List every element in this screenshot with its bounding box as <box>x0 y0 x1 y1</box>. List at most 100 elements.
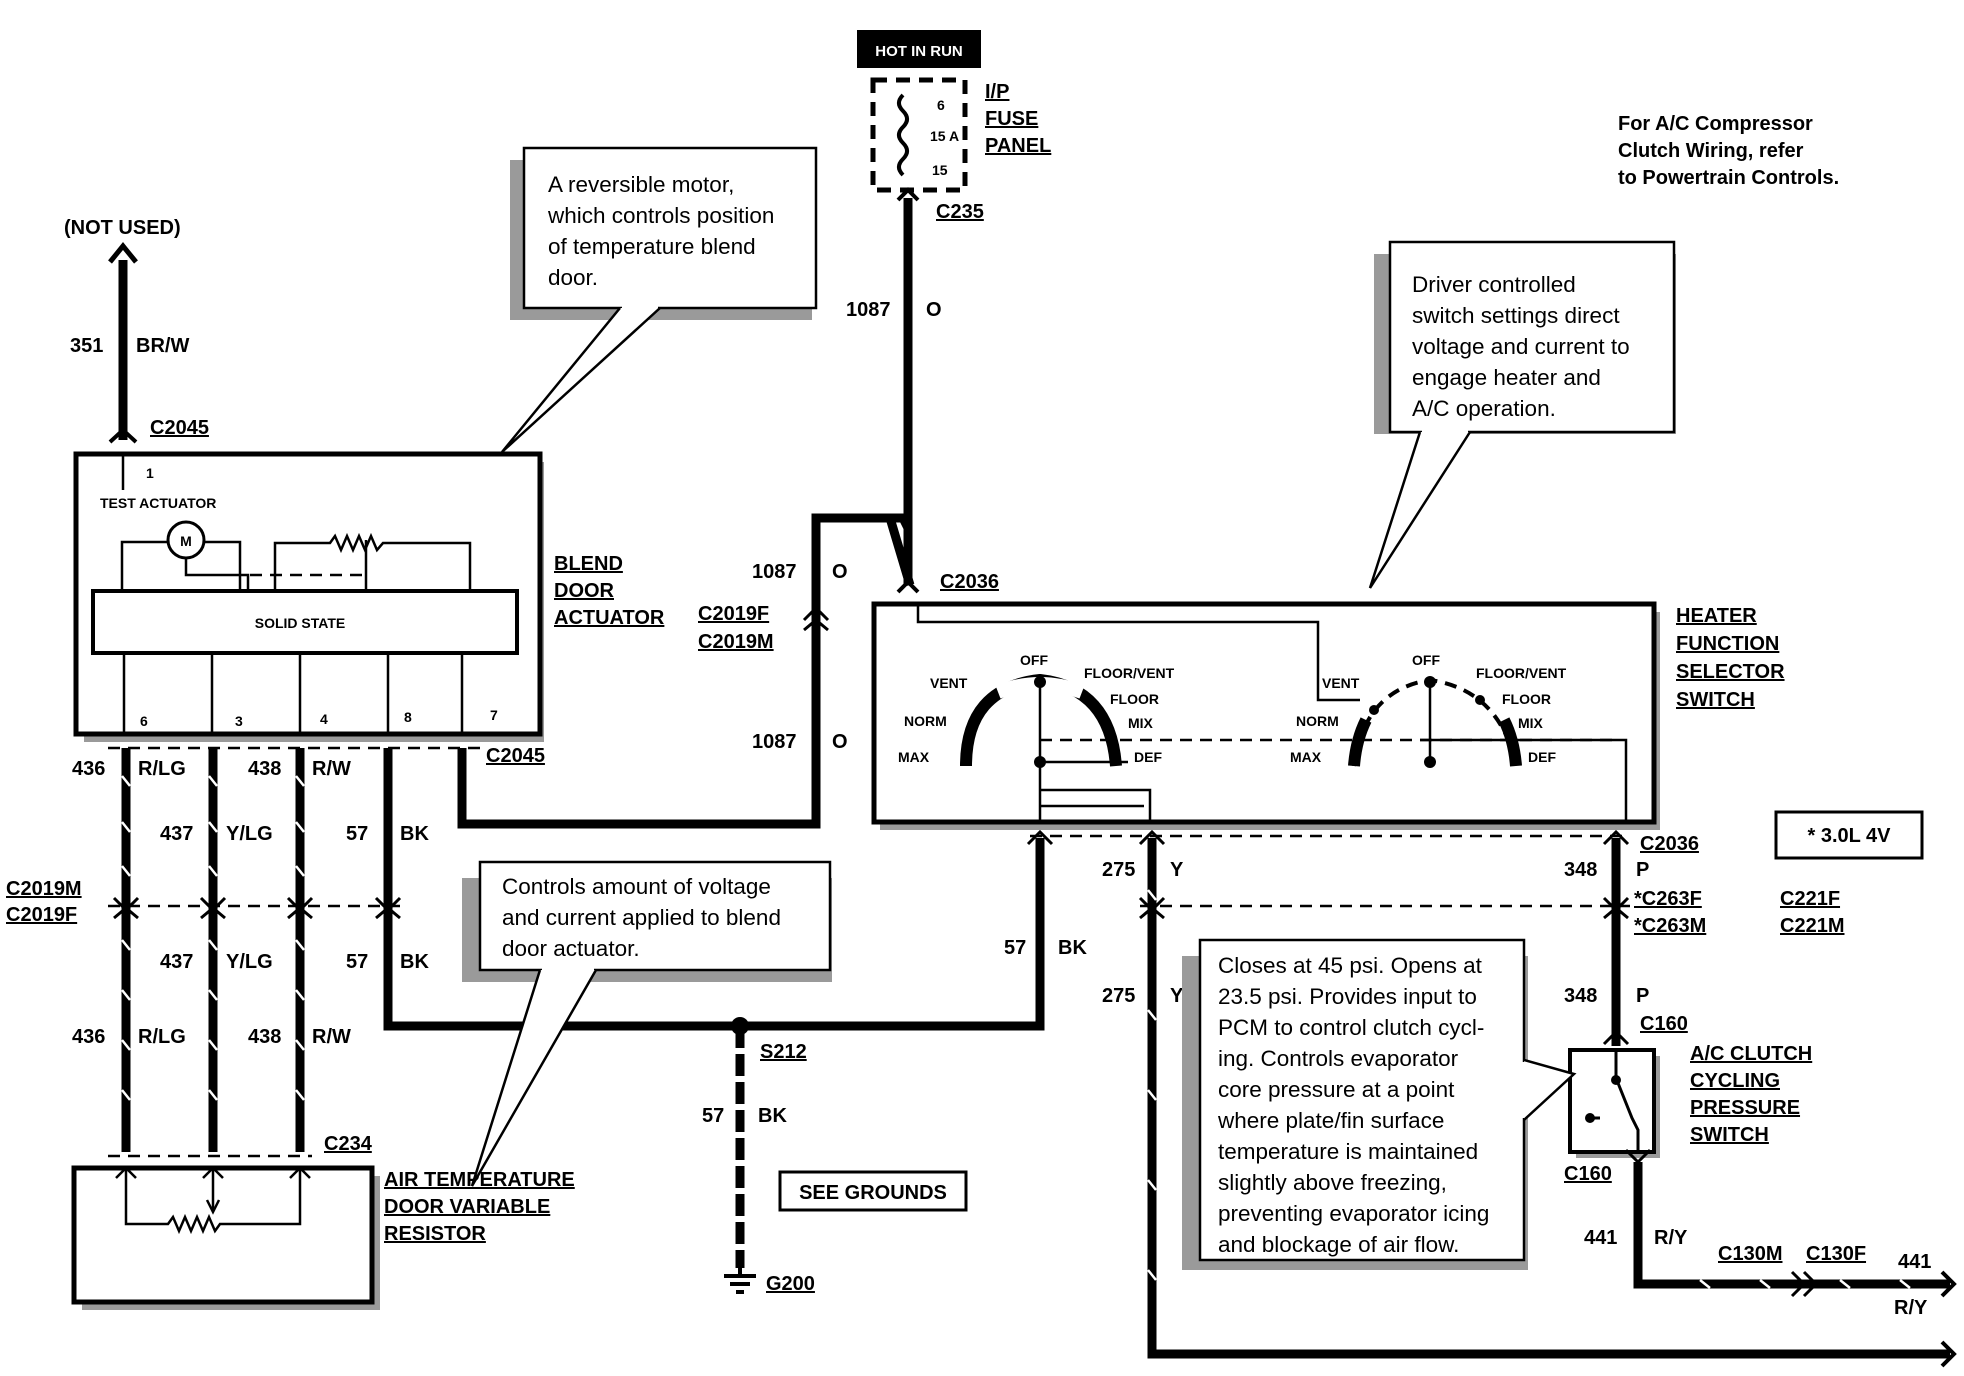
wire-436-color-upper: R/LG <box>138 758 186 780</box>
wire-437-color-upper: Y/LG <box>226 823 273 845</box>
callout-resistor-pointer <box>470 969 598 1187</box>
fuse-label-1: I/P <box>985 81 1009 103</box>
left-pos-vent: VENT <box>930 675 968 691</box>
actuator-leads <box>122 654 464 735</box>
right-pos-off: OFF <box>1412 652 1440 668</box>
wire-57-color-lower: BK <box>400 951 429 973</box>
right-pos-floor: FLOOR <box>1502 691 1551 707</box>
right-pos-def: DEF <box>1528 749 1556 765</box>
clutch-switch-label-3: PRESSURE <box>1690 1097 1800 1119</box>
wire-275-color-upper: Y <box>1170 859 1184 881</box>
wire-275-circuit-upper: 275 <box>1102 859 1135 881</box>
resistor-terminals <box>115 1166 311 1179</box>
actuator-pin-3: 3 <box>235 713 243 729</box>
fuse-rating: 15 A <box>930 128 959 144</box>
wire-275-end-arrow <box>1940 1340 1957 1368</box>
switch-right-dial-ends <box>1348 717 1522 767</box>
connector-c263f: *C263F <box>1634 888 1702 910</box>
c160-top-terminal <box>1602 1029 1630 1046</box>
callout-pressure-line-5: core pressure at a point <box>1218 1077 1455 1102</box>
see-grounds-box[interactable] <box>778 1170 968 1212</box>
wire-438-circuit-lower: 438 <box>248 1026 281 1048</box>
switch-left-lines <box>1038 682 1152 820</box>
blend-actuator-label-2: DOOR <box>554 580 615 602</box>
connector-c235: C235 <box>936 201 984 223</box>
wire-57-circuit-switch: 57 <box>1004 937 1026 959</box>
wire-348-color-upper: P <box>1636 859 1649 881</box>
left-pos-norm: NORM <box>904 713 947 729</box>
wire-441-end-arrow <box>1940 1270 1957 1298</box>
callout-blend-pointer <box>501 307 661 453</box>
callout-pressure-line-9: preventing evaporator icing <box>1218 1201 1489 1226</box>
wire-351-circuit: 351 <box>70 335 103 357</box>
wire-57-color-upper: BK <box>400 823 429 845</box>
switch-right-contact-3 <box>1475 695 1485 705</box>
actuator-pot-circuit <box>273 532 472 590</box>
connector-c130f: C130F <box>1806 1243 1866 1265</box>
resistor-label-3: RESISTOR <box>384 1223 486 1245</box>
callout-blend-box <box>522 146 818 310</box>
engine-note-label: * 3.0L 4V <box>1807 825 1891 847</box>
clutch-switch-label-4: SWITCH <box>1690 1124 1769 1146</box>
callout-pressure-line-8: slightly above freezing, <box>1218 1170 1447 1195</box>
right-pos-vent: VENT <box>1322 675 1360 691</box>
c263-terminals <box>1138 896 1630 920</box>
wire-441-stripes <box>1699 1279 1911 1289</box>
wire-438-color-lower: R/W <box>312 1026 351 1048</box>
wire-348-circuit-upper: 348 <box>1564 859 1597 881</box>
callout-driver-line-4: engage heater and <box>1412 365 1601 390</box>
callout-driver-line-5: A/C operation. <box>1412 396 1556 421</box>
resistor-wiper-arrow <box>205 1199 221 1215</box>
compressor-note-1: For A/C Compressor <box>1618 113 1813 135</box>
heater-switch-label-3: SELECTOR <box>1676 661 1785 683</box>
wire-57-switch <box>736 838 1045 1031</box>
wire-actuator-pin7 <box>457 513 913 829</box>
fuse-label-2: FUSE <box>985 108 1038 130</box>
c2045-top-terminal <box>108 427 138 444</box>
hot-in-run-label: HOT IN RUN <box>875 43 963 60</box>
clutch-switch-pivot <box>1611 1075 1621 1085</box>
left-pos-mix: MIX <box>1128 715 1154 731</box>
connector-c2019f-left: C2019F <box>6 904 77 926</box>
connector-c2036-bottom: C2036 <box>1640 833 1699 855</box>
right-pos-norm: NORM <box>1296 713 1339 729</box>
resistor-label-2: DOOR VARIABLE <box>384 1196 550 1218</box>
test-actuator-label: TEST ACTUATOR <box>100 495 216 511</box>
wire-351-arrow <box>108 242 138 264</box>
blend-actuator-label-3: ACTUATOR <box>554 607 665 629</box>
connector-c221f: C221F <box>1780 888 1840 910</box>
callout-pressure-line-10: and blockage of air flow. <box>1218 1232 1459 1257</box>
callout-resistor-box <box>478 860 832 972</box>
actuator-pin-1: 1 <box>146 465 154 481</box>
actuator-pin-8: 8 <box>404 709 412 725</box>
callout-driver-line-1: Driver controlled <box>1412 272 1576 297</box>
wire-441-circuit-right: 441 <box>1898 1251 1931 1273</box>
callout-pressure-line-6: where plate/fin surface <box>1217 1108 1444 1133</box>
motor-circuit <box>120 540 250 590</box>
wire-437-circuit-upper: 437 <box>160 823 193 845</box>
connector-c2045-bottom: C2045 <box>486 745 545 767</box>
c2036-top-terminal <box>896 579 920 594</box>
connector-s212: S212 <box>760 1041 807 1063</box>
resistor-circuit <box>124 1168 302 1235</box>
connector-c2019f-right: C2019F <box>698 603 769 625</box>
callout-driver-line-2: switch settings direct <box>1412 303 1620 328</box>
wire-57-color-ground: BK <box>758 1105 787 1127</box>
wire-275-stripes <box>1147 889 1157 1281</box>
clutch-switch-box <box>1568 1048 1656 1154</box>
resistor-box <box>71 1165 375 1305</box>
wire-438-color-upper: R/W <box>312 758 351 780</box>
wire-stripes <box>121 775 305 1101</box>
left-pos-off: OFF <box>1020 652 1048 668</box>
connector-c221m: C221M <box>1780 915 1844 937</box>
callout-resistor-line-3: door actuator. <box>502 936 640 961</box>
callout-blend-line-1: A reversible motor, <box>548 172 734 197</box>
wire-1087-circuit-top: 1087 <box>846 299 891 321</box>
connector-c234: C234 <box>324 1133 373 1155</box>
fuse-pin-top: 6 <box>937 97 945 113</box>
c2019-right-terminal <box>802 605 830 632</box>
heater-switch-label-1: HEATER <box>1676 605 1757 627</box>
actuator-pin-4: 4 <box>320 711 328 727</box>
switch-right-contact-2 <box>1369 705 1379 715</box>
